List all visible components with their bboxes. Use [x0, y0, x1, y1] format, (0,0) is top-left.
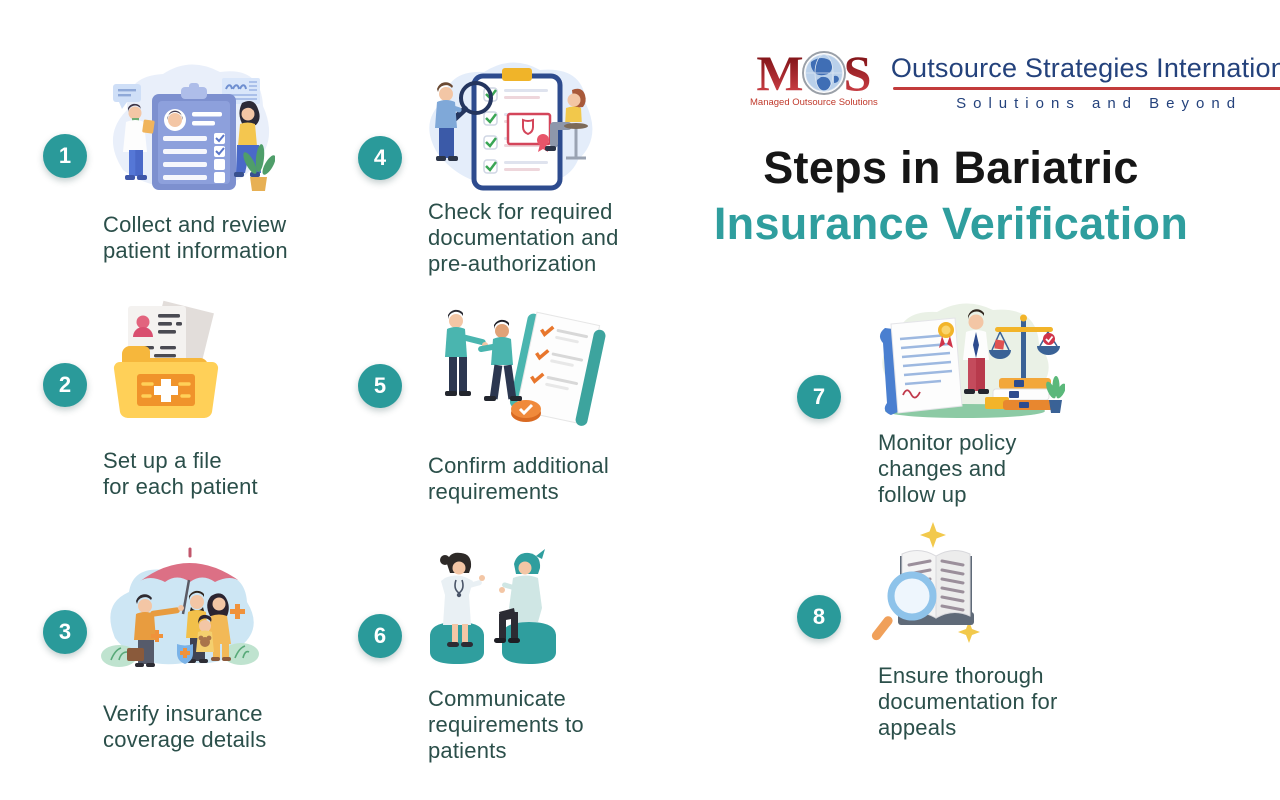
step-2-label: Set up a file for each patient	[103, 448, 258, 499]
step-3-label: Verify insurance coverage details	[103, 701, 267, 752]
clipboard	[152, 83, 236, 190]
step-5-number-badge: 5	[358, 364, 402, 408]
mos-logo-mark: M S Managed Outsource Solutions	[750, 45, 878, 108]
star-top	[920, 522, 946, 548]
star-bottom	[958, 621, 980, 643]
medical-folder	[113, 346, 219, 419]
plant	[243, 144, 275, 191]
policy-document	[879, 317, 963, 415]
woman-figure	[234, 101, 261, 177]
mother-figure	[207, 593, 231, 661]
step-8-number-badge: 8	[797, 595, 841, 639]
standing-man-figure	[435, 82, 462, 161]
mos-letters: M S	[750, 45, 878, 101]
step-4-number-badge: 4	[358, 136, 402, 180]
medical-cross-icon	[154, 379, 178, 402]
pouf-right	[502, 622, 556, 664]
logo-tagline: Managed Outsource Solutions	[750, 97, 878, 108]
step-8-label: Ensure thorough documentation for appeal…	[878, 663, 1058, 740]
patient-folder-illustration	[113, 300, 219, 419]
checklist-magnifier-illustration	[429, 62, 593, 191]
brand-slogan: Solutions and Beyond	[956, 95, 1243, 112]
insurance-agent-figure	[127, 594, 184, 667]
child-figure	[196, 614, 214, 652]
plus-marks	[151, 604, 245, 642]
doctor-patient-illustration	[430, 549, 556, 664]
signature	[902, 389, 921, 399]
policy-scales-illustration	[879, 303, 1065, 418]
logo-letter-s: S	[843, 45, 872, 101]
step-2-number-badge: 2	[43, 363, 87, 407]
checklist-clipboard	[471, 68, 563, 191]
title-line-1: Steps in Bariatric	[763, 142, 1139, 193]
person-one-figure	[445, 309, 488, 396]
umbrella-icon	[139, 547, 241, 615]
book-magnifier-illustration	[871, 522, 980, 643]
page-title: Steps in Bariatric Insurance Verificatio…	[645, 140, 1257, 252]
step-6-number-badge: 6	[358, 614, 402, 658]
scales-of-justice-icon	[989, 314, 1060, 380]
handshake-checklist-illustration	[445, 309, 606, 426]
checklist-scroll	[509, 311, 606, 426]
family-umbrella-illustration	[101, 547, 259, 667]
businessman-figure	[963, 309, 989, 394]
brand-title: Outsource Strategies International	[890, 53, 1280, 83]
step-3-number-badge: 3	[43, 610, 87, 654]
magnifier-icon	[871, 571, 937, 641]
step-1-label: Collect and review patient information	[103, 212, 288, 263]
coin-check-icon	[511, 400, 541, 422]
potted-plant	[1046, 376, 1065, 413]
logo-letter-m: M	[756, 45, 804, 101]
doctor-figure	[440, 552, 485, 647]
speech-bubble-icon	[113, 84, 141, 109]
step-1-number-badge: 1	[43, 134, 87, 178]
sitting-woman-figure	[545, 88, 588, 160]
scroll-rows	[530, 325, 589, 391]
step-4-label: Check for required documentation and pre…	[428, 199, 619, 276]
step-7-label: Monitor policy changes and follow up	[878, 430, 1017, 507]
shield-cross-icon	[177, 644, 193, 664]
certificate-card	[506, 112, 552, 152]
brand-name-block: Outsource Strategies International Solut…	[891, 50, 1280, 112]
step-6-label: Communicate requirements to patients	[428, 686, 584, 763]
step-7-number-badge: 7	[797, 375, 841, 419]
brand-logo: M S Managed Outsource Solutions Outsourc…	[750, 45, 1280, 112]
doctor-figure	[123, 103, 155, 180]
brand-rule-divider	[892, 87, 1280, 90]
clipboard-review-illustration	[112, 64, 275, 191]
person-two-figure	[478, 319, 522, 401]
globe-icon	[801, 51, 846, 95]
step-5-label: Confirm additional requirements	[428, 453, 609, 504]
book-stack	[985, 378, 1053, 410]
patient-figure	[494, 549, 545, 643]
title-line-2: Insurance Verification	[713, 198, 1189, 249]
